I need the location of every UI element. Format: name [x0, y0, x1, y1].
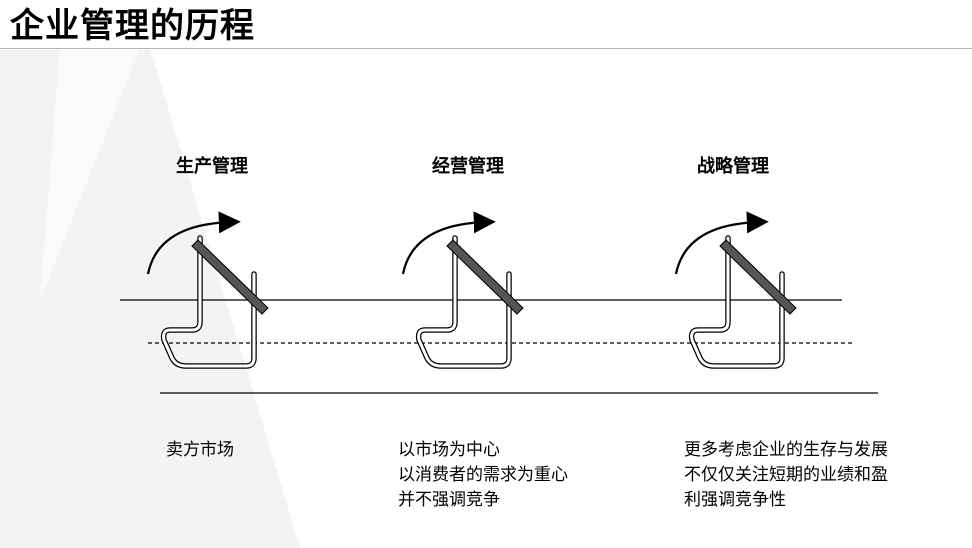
stage-3-desc-line: 更多考虑企业的生存与发展	[684, 440, 888, 460]
stage-3-desc-line: 利强调竞争性	[684, 490, 786, 510]
page-title: 企业管理的历程	[10, 6, 255, 46]
stage-2-label: 经营管理	[432, 156, 504, 177]
stage-3-hurdle	[676, 222, 796, 366]
title-divider	[0, 48, 972, 49]
stage-1-label: 生产管理	[176, 156, 248, 177]
stage-3-label: 战略管理	[697, 156, 769, 177]
stage-3-desc-line: 不仅仅关注短期的业绩和盈	[684, 465, 888, 485]
stage-1-description: 卖方市场	[166, 438, 234, 463]
stage-2-desc-line: 并不强调竞争	[398, 490, 500, 510]
stage-1-desc-line: 卖方市场	[166, 440, 234, 460]
stage-3-description: 更多考虑企业的生存与发展 不仅仅关注短期的业绩和盈 利强调竞争性	[684, 438, 888, 513]
stage-2-hurdle	[403, 222, 523, 366]
stage-1-hurdle	[148, 222, 268, 366]
stage-2-desc-line: 以市场为中心	[398, 440, 500, 460]
stage-2-description: 以市场为中心 以消费者的需求为重心 并不强调竞争	[398, 438, 568, 513]
stage-2-desc-line: 以消费者的需求为重心	[398, 465, 568, 485]
